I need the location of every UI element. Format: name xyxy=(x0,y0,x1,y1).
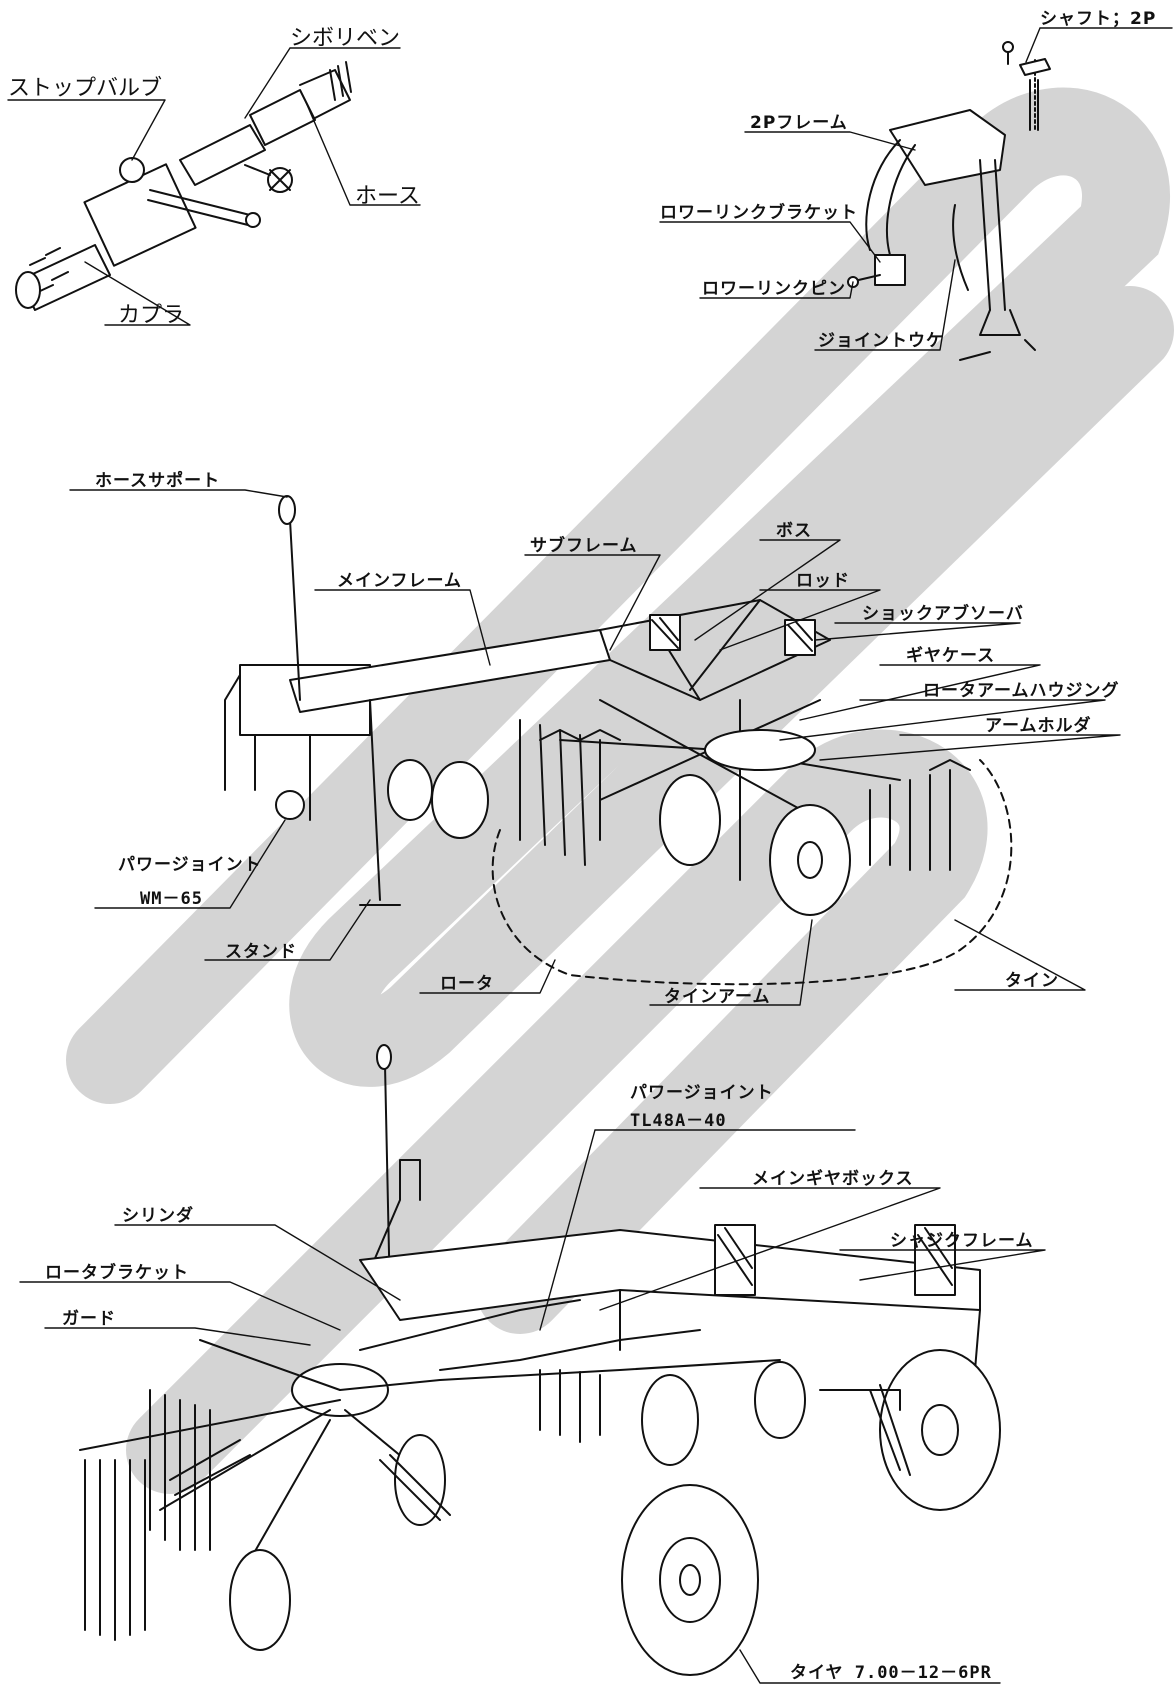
label-power-joint-1: パワージョイント xyxy=(118,855,262,875)
label-power-joint-2: パワージョイント xyxy=(630,1083,774,1103)
label-throttle-valve: シボリベン xyxy=(290,26,401,51)
label-rotor-arm-housing: ロータアームハウジング xyxy=(923,681,1120,701)
label-shaft-2p: シャフト；2P xyxy=(1040,9,1157,29)
label-power-joint-2-model: TL48A－40 xyxy=(630,1111,727,1131)
label-cylinder: シリンダ xyxy=(122,1206,194,1226)
label-rod: ロッド xyxy=(796,571,850,591)
label-main-frame: メインフレーム xyxy=(337,571,462,591)
label-sub-frame: サブフレーム xyxy=(530,536,638,556)
label-lower-link-bracket: ロワーリンクブラケット xyxy=(660,203,858,223)
label-boss: ボス xyxy=(776,521,812,541)
label-main-gearbox: メインギヤボックス xyxy=(752,1169,914,1189)
label-tire: タイヤ 7.00－12－6PR xyxy=(790,1663,992,1683)
leader-lines xyxy=(7,27,1173,1684)
label-stop-valve: ストップバルブ xyxy=(8,76,163,101)
label-frame-2p: 2Pフレーム xyxy=(750,113,848,133)
label-guard: ガード xyxy=(62,1309,116,1329)
label-rotor: ロータ xyxy=(440,974,494,994)
valve-assembly xyxy=(15,61,352,311)
label-hose: ホース xyxy=(355,184,420,209)
label-tine-arm: タインアーム xyxy=(664,987,771,1007)
label-gear-case: ギヤケース xyxy=(906,646,996,666)
label-rotor-bracket: ロータブラケット xyxy=(45,1263,189,1283)
label-chassis-frame: シャジクフレーム xyxy=(890,1231,1034,1251)
label-shock-absorber: ショックアブソーバ xyxy=(862,604,1024,624)
label-hose-support: ホースサポート xyxy=(95,471,221,491)
rotor-rake-assembly xyxy=(224,495,1013,986)
watermark xyxy=(66,87,1174,1494)
label-coupler: カプラ xyxy=(118,303,185,328)
label-stand: スタンド xyxy=(225,942,297,962)
label-power-joint-1-model: WM－65 xyxy=(140,889,203,909)
label-tine: タイン xyxy=(1005,971,1059,991)
label-lower-link-pin: ロワーリンクピン xyxy=(702,279,846,299)
frame-2p-assembly xyxy=(847,41,1051,361)
label-arm-holder: アームホルダ xyxy=(985,716,1092,736)
label-joint-receiver: ジョイントウケ xyxy=(818,331,944,351)
chassis-assembly xyxy=(79,1044,1001,1676)
